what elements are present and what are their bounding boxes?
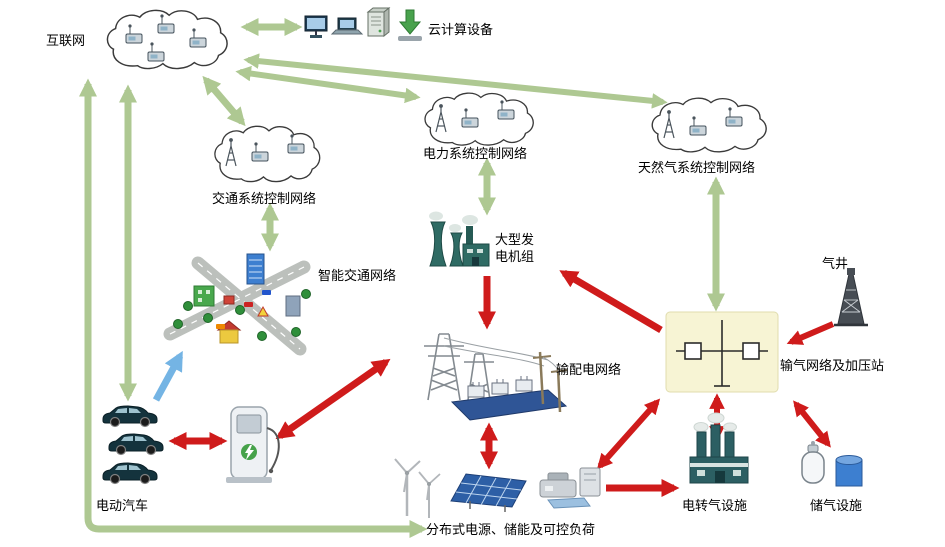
internet-cloud-icon	[106, 9, 228, 70]
gas-control-cloud-icon	[651, 97, 767, 153]
flow-distributed-gas-network	[596, 398, 661, 470]
label-gas-control: 天然气系统控制网络	[638, 160, 756, 175]
gas-well-derrick-icon	[834, 268, 868, 327]
label-p2g: 电转气设施	[682, 498, 748, 513]
label-cloud-computing: 云计算设备	[428, 22, 494, 37]
label-gas-storage: 储气设施	[810, 498, 863, 513]
cloud-computing-devices-icon	[304, 6, 422, 41]
label-gas-network: 输气网络及加压站	[780, 358, 885, 373]
link-ev-smart-traffic	[152, 350, 184, 402]
flow-grid-charging	[275, 358, 391, 440]
label-smart-traffic: 智能交通网络	[318, 268, 397, 283]
charging-station-icon	[226, 406, 280, 483]
wind-turbine-icon	[394, 458, 441, 518]
link-internet-distributed	[78, 78, 428, 539]
load-devices-icon	[539, 467, 601, 509]
traffic-control-cloud-icon	[214, 125, 321, 183]
flow-gas-storage-gas-network	[793, 400, 831, 448]
label-internet: 互联网	[46, 33, 86, 48]
label-power-grid: 输配电网络	[556, 362, 622, 377]
solar-panel-icon	[450, 473, 527, 512]
link-internet-gas-control	[243, 53, 668, 109]
label-traffic-control: 交通系统控制网络	[212, 191, 317, 206]
gas-pipeline-schematic-icon	[665, 311, 779, 393]
label-ev: 电动汽车	[96, 498, 149, 513]
power-control-cloud-icon	[424, 92, 534, 146]
gas-storage-tank-icon	[801, 441, 863, 487]
power-plant-icon	[429, 211, 490, 267]
city-traffic-icon	[163, 253, 311, 356]
label-gas-well: 气井	[822, 256, 849, 271]
flow-gas-network-generator	[559, 269, 663, 334]
power-to-gas-plant-icon	[689, 412, 749, 484]
flow-gas-well-gas-network	[786, 321, 835, 345]
label-distributed: 分布式电源、储能及可控负荷	[426, 522, 596, 537]
label-generator: 大型发电机组	[495, 232, 535, 264]
transmission-towers-icon	[424, 333, 568, 421]
link-internet-traffic-control	[202, 75, 246, 127]
electric-car-icon	[102, 405, 164, 485]
label-power-control: 电力系统控制网络	[423, 146, 528, 161]
